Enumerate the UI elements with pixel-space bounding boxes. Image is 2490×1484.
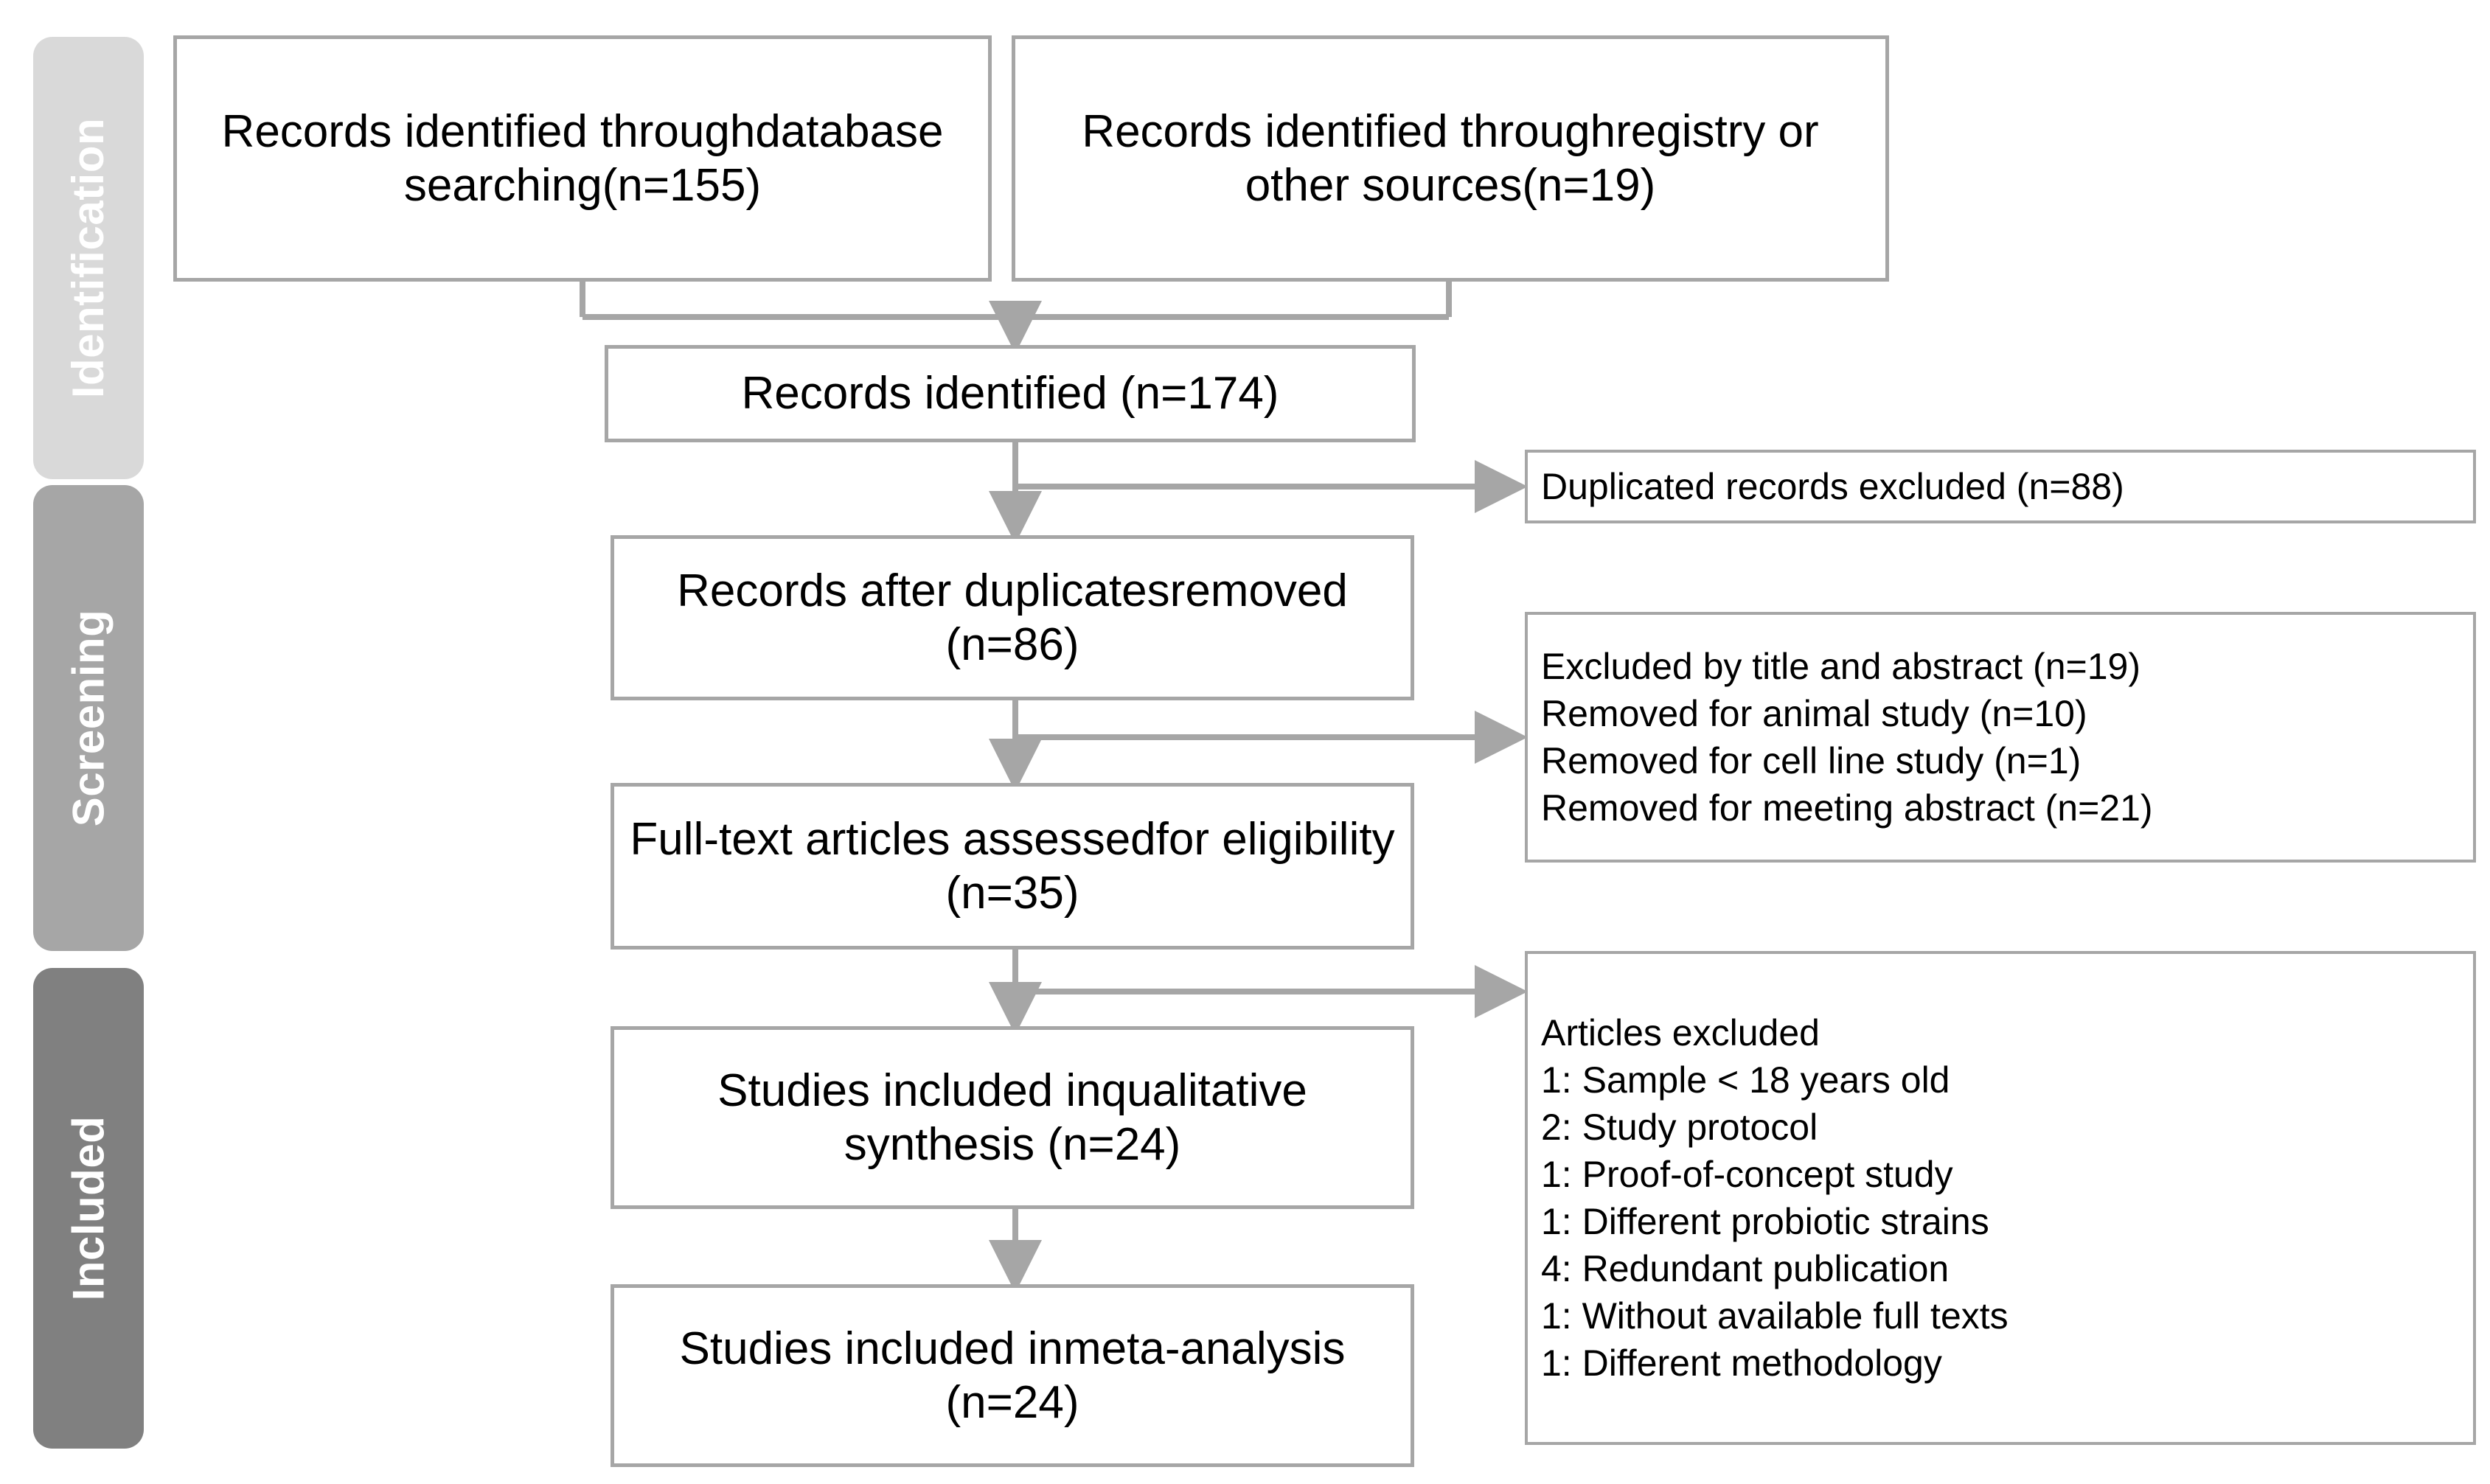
box-records-identified: Records identified (n=174) bbox=[605, 345, 1416, 442]
box-records-registry-other-sources: Records identified throughregistry or ot… bbox=[1012, 35, 1889, 282]
text-line: Studies included in bbox=[717, 1065, 1102, 1116]
text-line: 1: Different methodology bbox=[1541, 1342, 1942, 1384]
box-screening-exclusions-text: Excluded by title and abstract (n=19) Rem… bbox=[1528, 643, 2153, 832]
stage-label-included: Included bbox=[63, 1115, 113, 1301]
box-duplicated-records-excluded: Duplicated records excluded (n=88) bbox=[1525, 450, 2476, 523]
text-line: Records identified through bbox=[221, 105, 756, 157]
box-records-registry-other-sources-text: Records identified throughregistry or ot… bbox=[1015, 105, 1885, 212]
box-studies-qualitative-synthesis-text: Studies included inqualitative synthesis… bbox=[614, 1064, 1411, 1171]
text-line: meta-analysis (n=24) bbox=[945, 1323, 1346, 1428]
box-eligibility-exclusions: Articles excluded 1: Sample < 18 years ol… bbox=[1525, 951, 2476, 1445]
box-studies-meta-analysis-text: Studies included inmeta-analysis (n=24) bbox=[614, 1322, 1411, 1429]
box-full-text-articles-assessed-text: Full-text articles assessedfor eligibili… bbox=[614, 812, 1411, 920]
stage-bar-screening: Screening bbox=[33, 485, 144, 951]
text-line: Removed for cell line study (n=1) bbox=[1541, 740, 2082, 781]
text-line: Articles excluded bbox=[1541, 1012, 1820, 1053]
text-line: registry or other sources bbox=[1245, 105, 1819, 211]
box-full-text-articles-assessed: Full-text articles assessedfor eligibili… bbox=[611, 783, 1414, 950]
stage-bar-identification: Identification bbox=[33, 37, 144, 479]
box-studies-qualitative-synthesis: Studies included inqualitative synthesis… bbox=[611, 1026, 1414, 1209]
box-studies-meta-analysis: Studies included inmeta-analysis (n=24) bbox=[611, 1284, 1414, 1467]
text-line: 1: Different probiotic strains bbox=[1541, 1201, 1989, 1242]
text-line: 1: Sample < 18 years old bbox=[1541, 1059, 1950, 1101]
box-records-database-searching: Records identified throughdatabase searc… bbox=[173, 35, 992, 282]
box-screening-exclusions: Excluded by title and abstract (n=19) Rem… bbox=[1525, 612, 2476, 863]
text-line: Studies included in bbox=[679, 1323, 1063, 1374]
box-records-identified-text: Records identified (n=174) bbox=[731, 366, 1290, 420]
text-line: qualitative synthesis (n=24) bbox=[844, 1065, 1307, 1170]
box-eligibility-exclusions-text: Articles excluded 1: Sample < 18 years ol… bbox=[1528, 1009, 2009, 1387]
stage-bar-included: Included bbox=[33, 968, 144, 1449]
box-records-after-duplicates-removed: Records after duplicatesremoved (n=86) bbox=[611, 535, 1414, 700]
text-line: 1: Without available full texts bbox=[1541, 1295, 2009, 1337]
box-records-database-searching-text: Records identified throughdatabase searc… bbox=[177, 105, 988, 212]
text-line: for eligibility (n=35) bbox=[945, 813, 1395, 919]
box-records-after-duplicates-removed-text: Records after duplicatesremoved (n=86) bbox=[614, 564, 1411, 672]
text-line: Excluded by title and abstract (n=19) bbox=[1541, 646, 2141, 687]
box-duplicated-records-excluded-text: Duplicated records excluded (n=88) bbox=[1528, 463, 2124, 510]
text-line: Records identified (n=174) bbox=[741, 368, 1279, 419]
text-line: database searching bbox=[403, 105, 944, 211]
text-line: Full-text articles assessed bbox=[630, 813, 1156, 865]
text-line: (n=155) bbox=[602, 160, 762, 211]
text-line: 1: Proof-of-concept study bbox=[1541, 1154, 1953, 1195]
text-line: 2: Study protocol bbox=[1541, 1107, 1818, 1148]
text-line: Removed for animal study (n=10) bbox=[1541, 693, 2087, 734]
text-line: Duplicated records excluded (n=88) bbox=[1541, 466, 2124, 507]
stage-label-identification: Identification bbox=[63, 117, 113, 399]
text-line: Removed for meeting abstract (n=21) bbox=[1541, 787, 2153, 829]
stage-label-screening: Screening bbox=[63, 609, 114, 827]
text-line: 4: Redundant publication bbox=[1541, 1248, 1950, 1289]
text-line: (n=19) bbox=[1522, 160, 1656, 211]
merge-connector-top bbox=[580, 282, 1452, 320]
text-line: removed (n=86) bbox=[945, 565, 1348, 670]
text-line: Records after duplicates bbox=[677, 565, 1170, 616]
text-line: Records identified through bbox=[1082, 105, 1616, 157]
